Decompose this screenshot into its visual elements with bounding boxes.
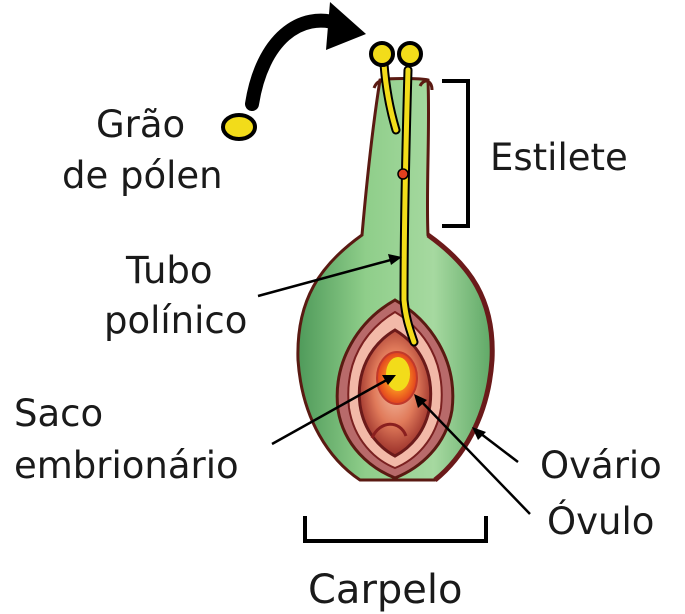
pollination-arrowhead <box>326 2 366 50</box>
sperm-nucleus <box>398 169 408 179</box>
label-estilete: Estilete <box>490 136 628 179</box>
stigma-pollen-right <box>399 43 421 65</box>
label-tubo-line2: polínico <box>104 299 247 342</box>
carpel-bracket <box>305 516 486 541</box>
style-bracket <box>442 81 468 226</box>
embryo-sac-core <box>386 357 410 391</box>
stigma-pollen-left <box>371 43 393 65</box>
label-grao-line2: de pólen <box>62 154 223 197</box>
label-grao-line1: Grão <box>96 103 185 146</box>
label-carpelo: Carpelo <box>308 567 462 613</box>
label-tubo-line1: Tubo <box>125 249 213 292</box>
label-saco-line1: Saco <box>14 392 103 435</box>
label-ovulo: Óvulo <box>547 499 654 543</box>
pollen-grain <box>223 115 255 139</box>
pollination-arrow <box>252 21 340 104</box>
label-saco-line2: embrionário <box>14 444 239 487</box>
label-ovario: Ovário <box>540 444 662 487</box>
